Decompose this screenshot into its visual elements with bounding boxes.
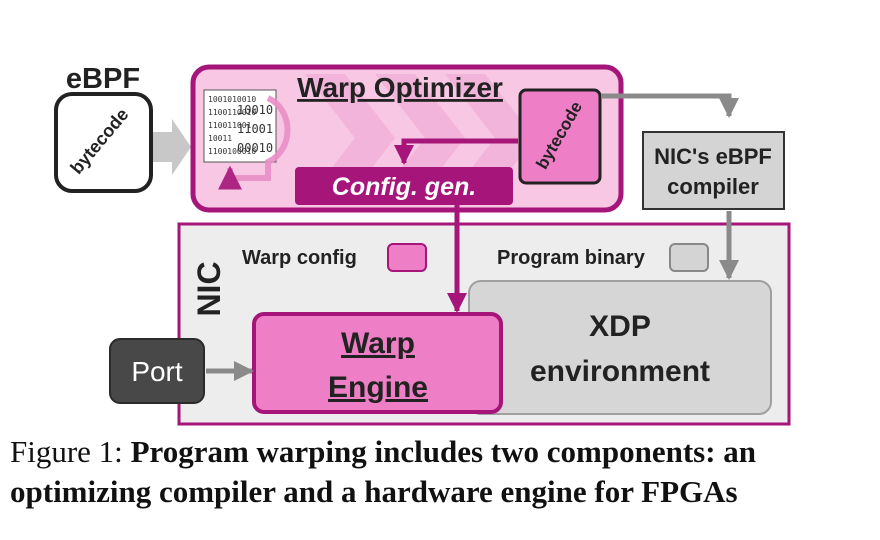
port-box [109, 338, 205, 404]
legend-warp-config-label: Warp config [242, 247, 357, 269]
bytecode-to-compiler-arrow [601, 93, 739, 118]
ebpf-heading: eBPF [66, 63, 140, 95]
nic-label: NIC [191, 261, 227, 316]
nic-compiler-box [642, 131, 785, 210]
port-label: Port [131, 356, 183, 387]
ebpf-to-optimizer-arrow [153, 119, 191, 175]
config-gen-box [295, 167, 513, 205]
nic-compiler-line-1: NIC's eBPF [654, 144, 772, 169]
bits-overlay-1: 10010 [237, 103, 273, 117]
figure-caption: Figure 1: Program warping includes two c… [10, 432, 870, 512]
bits-overlay-3: 00010 [237, 141, 273, 155]
warp-engine-line-2: Engine [328, 371, 428, 404]
xdp-line-2: environment [530, 355, 710, 388]
config-gen-label: Config. gen. [332, 173, 476, 201]
xdp-environment-box [468, 280, 772, 415]
legend-program-binary-swatch [669, 243, 709, 272]
bits-line-1: 1001010010 [208, 95, 256, 104]
bits-overlay-2: 11001 [237, 122, 273, 136]
bytecode-to-config-arrow [394, 138, 518, 165]
bits-line-5: 1100100010 [208, 147, 256, 156]
warp-optimizer-title: Warp Optimizer [297, 72, 503, 103]
xdp-line-1: XDP [589, 310, 651, 343]
bits-line-4: 10011 [208, 134, 232, 143]
ebpf-bytecode-box [54, 92, 153, 193]
loop-arrow [218, 95, 291, 190]
legend-program-binary-label: Program binary [497, 247, 646, 269]
legend-warp-config-swatch [387, 243, 427, 272]
caption-label: Figure 1: [10, 434, 123, 469]
bits-line-3: 110011001 [208, 121, 252, 130]
nic-compiler-line-2: compiler [667, 174, 759, 199]
caption-text: Program warping includes two components:… [10, 434, 757, 509]
bits-document [203, 89, 277, 163]
bits-line-2: 1100110010 [208, 108, 256, 117]
warp-engine-box [252, 312, 503, 414]
warp-engine-line-1: Warp [341, 327, 415, 360]
optimizer-bytecode-box [518, 88, 602, 185]
